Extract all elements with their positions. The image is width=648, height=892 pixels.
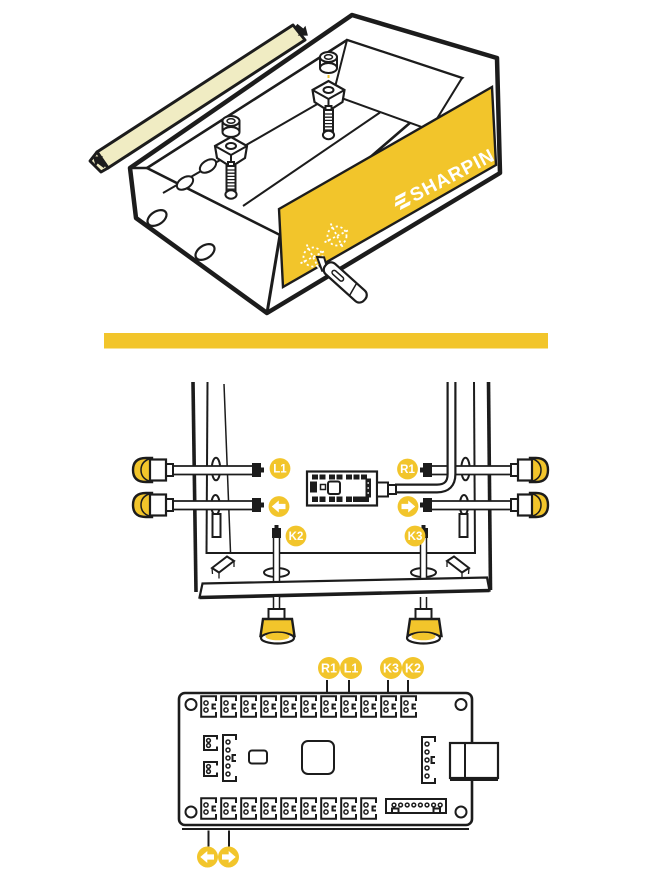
callout-k3: K3 xyxy=(404,525,426,547)
callout-k2-label: K2 xyxy=(289,531,304,543)
pcb-callout-k3-label: K3 xyxy=(383,662,399,676)
left-arrow-callout xyxy=(268,496,290,517)
bolt-assembly-icon xyxy=(311,51,346,141)
utility-knife-icon xyxy=(315,255,368,304)
pcb-callout-l1-label: L1 xyxy=(344,662,359,676)
support-slat xyxy=(458,513,469,538)
mounting-hole xyxy=(184,698,198,711)
pcb-arrow-callouts xyxy=(197,830,239,868)
support-slat xyxy=(211,513,222,538)
corner-block xyxy=(445,555,471,574)
inside-box-wiring-view: L1 R1 K2 K3 xyxy=(131,381,550,645)
section-divider xyxy=(104,333,548,349)
controller-board-small xyxy=(305,470,397,507)
usb-cable xyxy=(395,382,457,494)
mounting-hole xyxy=(184,805,198,819)
mounting-hole xyxy=(454,805,468,819)
callout-r1: R1 xyxy=(397,458,418,480)
callout-l1: L1 xyxy=(269,458,291,479)
right-arrow-callout xyxy=(397,496,419,517)
side-hole xyxy=(146,208,168,228)
usb-plug xyxy=(376,481,389,498)
bottom-arcade-button xyxy=(405,597,443,645)
side-arcade-button xyxy=(131,456,264,484)
bottom-arcade-button xyxy=(259,597,296,645)
controller-board xyxy=(177,691,500,830)
bolt-assembly-icon xyxy=(213,115,249,200)
callout-k3-label: K3 xyxy=(408,531,423,543)
corner-block xyxy=(210,555,236,574)
side-arcade-button xyxy=(420,491,550,519)
side-arcade-button xyxy=(420,456,550,484)
interior-hole xyxy=(175,175,195,191)
box-assembly-illustration: SHARPIN xyxy=(88,12,503,316)
side-panel-strip xyxy=(88,21,312,174)
pcb-callout-r1-label: R1 xyxy=(321,662,337,676)
pcb-callouts: R1 L1 K3 K2 xyxy=(318,657,424,693)
reset-button xyxy=(248,749,268,765)
cabinet-floor xyxy=(198,555,491,600)
mounting-hole xyxy=(454,698,468,711)
controller-pcb-view: R1 L1 K3 K2 xyxy=(177,657,500,868)
cabinet-box xyxy=(127,12,503,316)
brand-logo-icon xyxy=(394,191,411,211)
side-arcade-button xyxy=(131,491,264,519)
callout-k2: K2 xyxy=(285,525,307,547)
callout-r1-label: R1 xyxy=(400,464,415,476)
interior-hole xyxy=(198,158,218,174)
callout-l1-label: L1 xyxy=(273,464,287,476)
side-hole xyxy=(194,242,216,262)
mcu-chip xyxy=(301,740,335,775)
usb-port xyxy=(448,741,500,781)
pcb-callout-k2-label: K2 xyxy=(405,662,421,676)
